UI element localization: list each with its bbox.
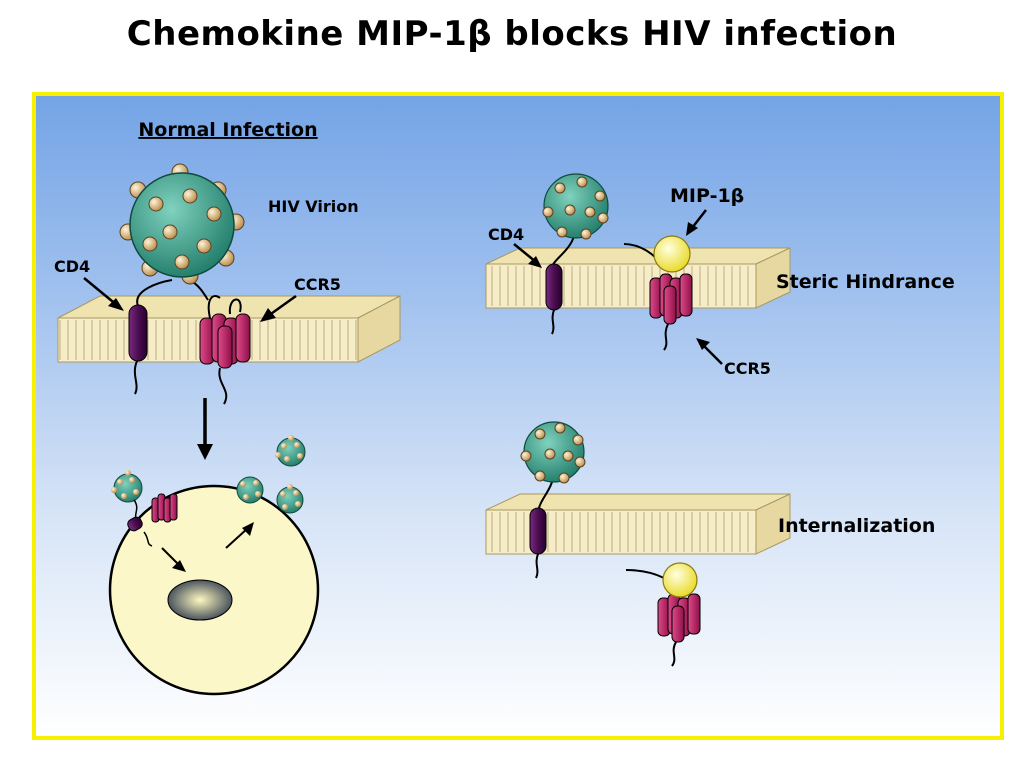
hiv-virion-label: HIV Virion <box>268 197 359 216</box>
ccr5-receptor-left <box>199 295 251 405</box>
infected-cell <box>108 484 320 696</box>
arrow-down-infection <box>197 398 213 460</box>
arrow-mip1b <box>686 209 707 236</box>
page-title: Chemokine MIP-1β blocks HIV infection <box>126 14 898 54</box>
cd4-receptor-right-bottom <box>529 507 547 579</box>
mip1b-ligand-internalized <box>662 562 698 598</box>
ccr5-label-right: CCR5 <box>724 359 771 378</box>
cell-nucleus <box>167 579 233 621</box>
mip1b-ligand-bound <box>653 235 691 273</box>
budding-virion-2 <box>275 435 306 467</box>
ccr5-internalized <box>625 569 701 667</box>
budding-virion-1 <box>236 476 264 504</box>
arrow-ccr5-left <box>260 294 297 322</box>
cd4-receptor-right-top <box>545 263 563 335</box>
mip1b-label: MIP-1β <box>670 185 744 207</box>
steric-hindrance-label: Steric Hindrance <box>776 271 955 293</box>
cd4-receptor-left <box>128 279 173 395</box>
cd4-label-right: CD4 <box>488 225 524 244</box>
hiv-virion-large <box>119 163 245 301</box>
internalization-label: Internalization <box>778 515 935 537</box>
budding-virion-3 <box>276 484 304 514</box>
hiv-virion-steric <box>542 173 609 267</box>
ccr5-receptor-right-top <box>623 243 693 351</box>
arrow-cd4-right <box>513 243 542 268</box>
arrow-cd4-left <box>83 277 124 311</box>
arrow-ccr5-right <box>696 338 723 365</box>
virion-binding-small <box>111 470 178 547</box>
ccr5-label-left: CCR5 <box>294 275 341 294</box>
hiv-virion-internalization <box>520 421 586 513</box>
cd4-label-left: CD4 <box>54 257 90 276</box>
normal-infection-label: Normal Infection <box>138 119 317 141</box>
